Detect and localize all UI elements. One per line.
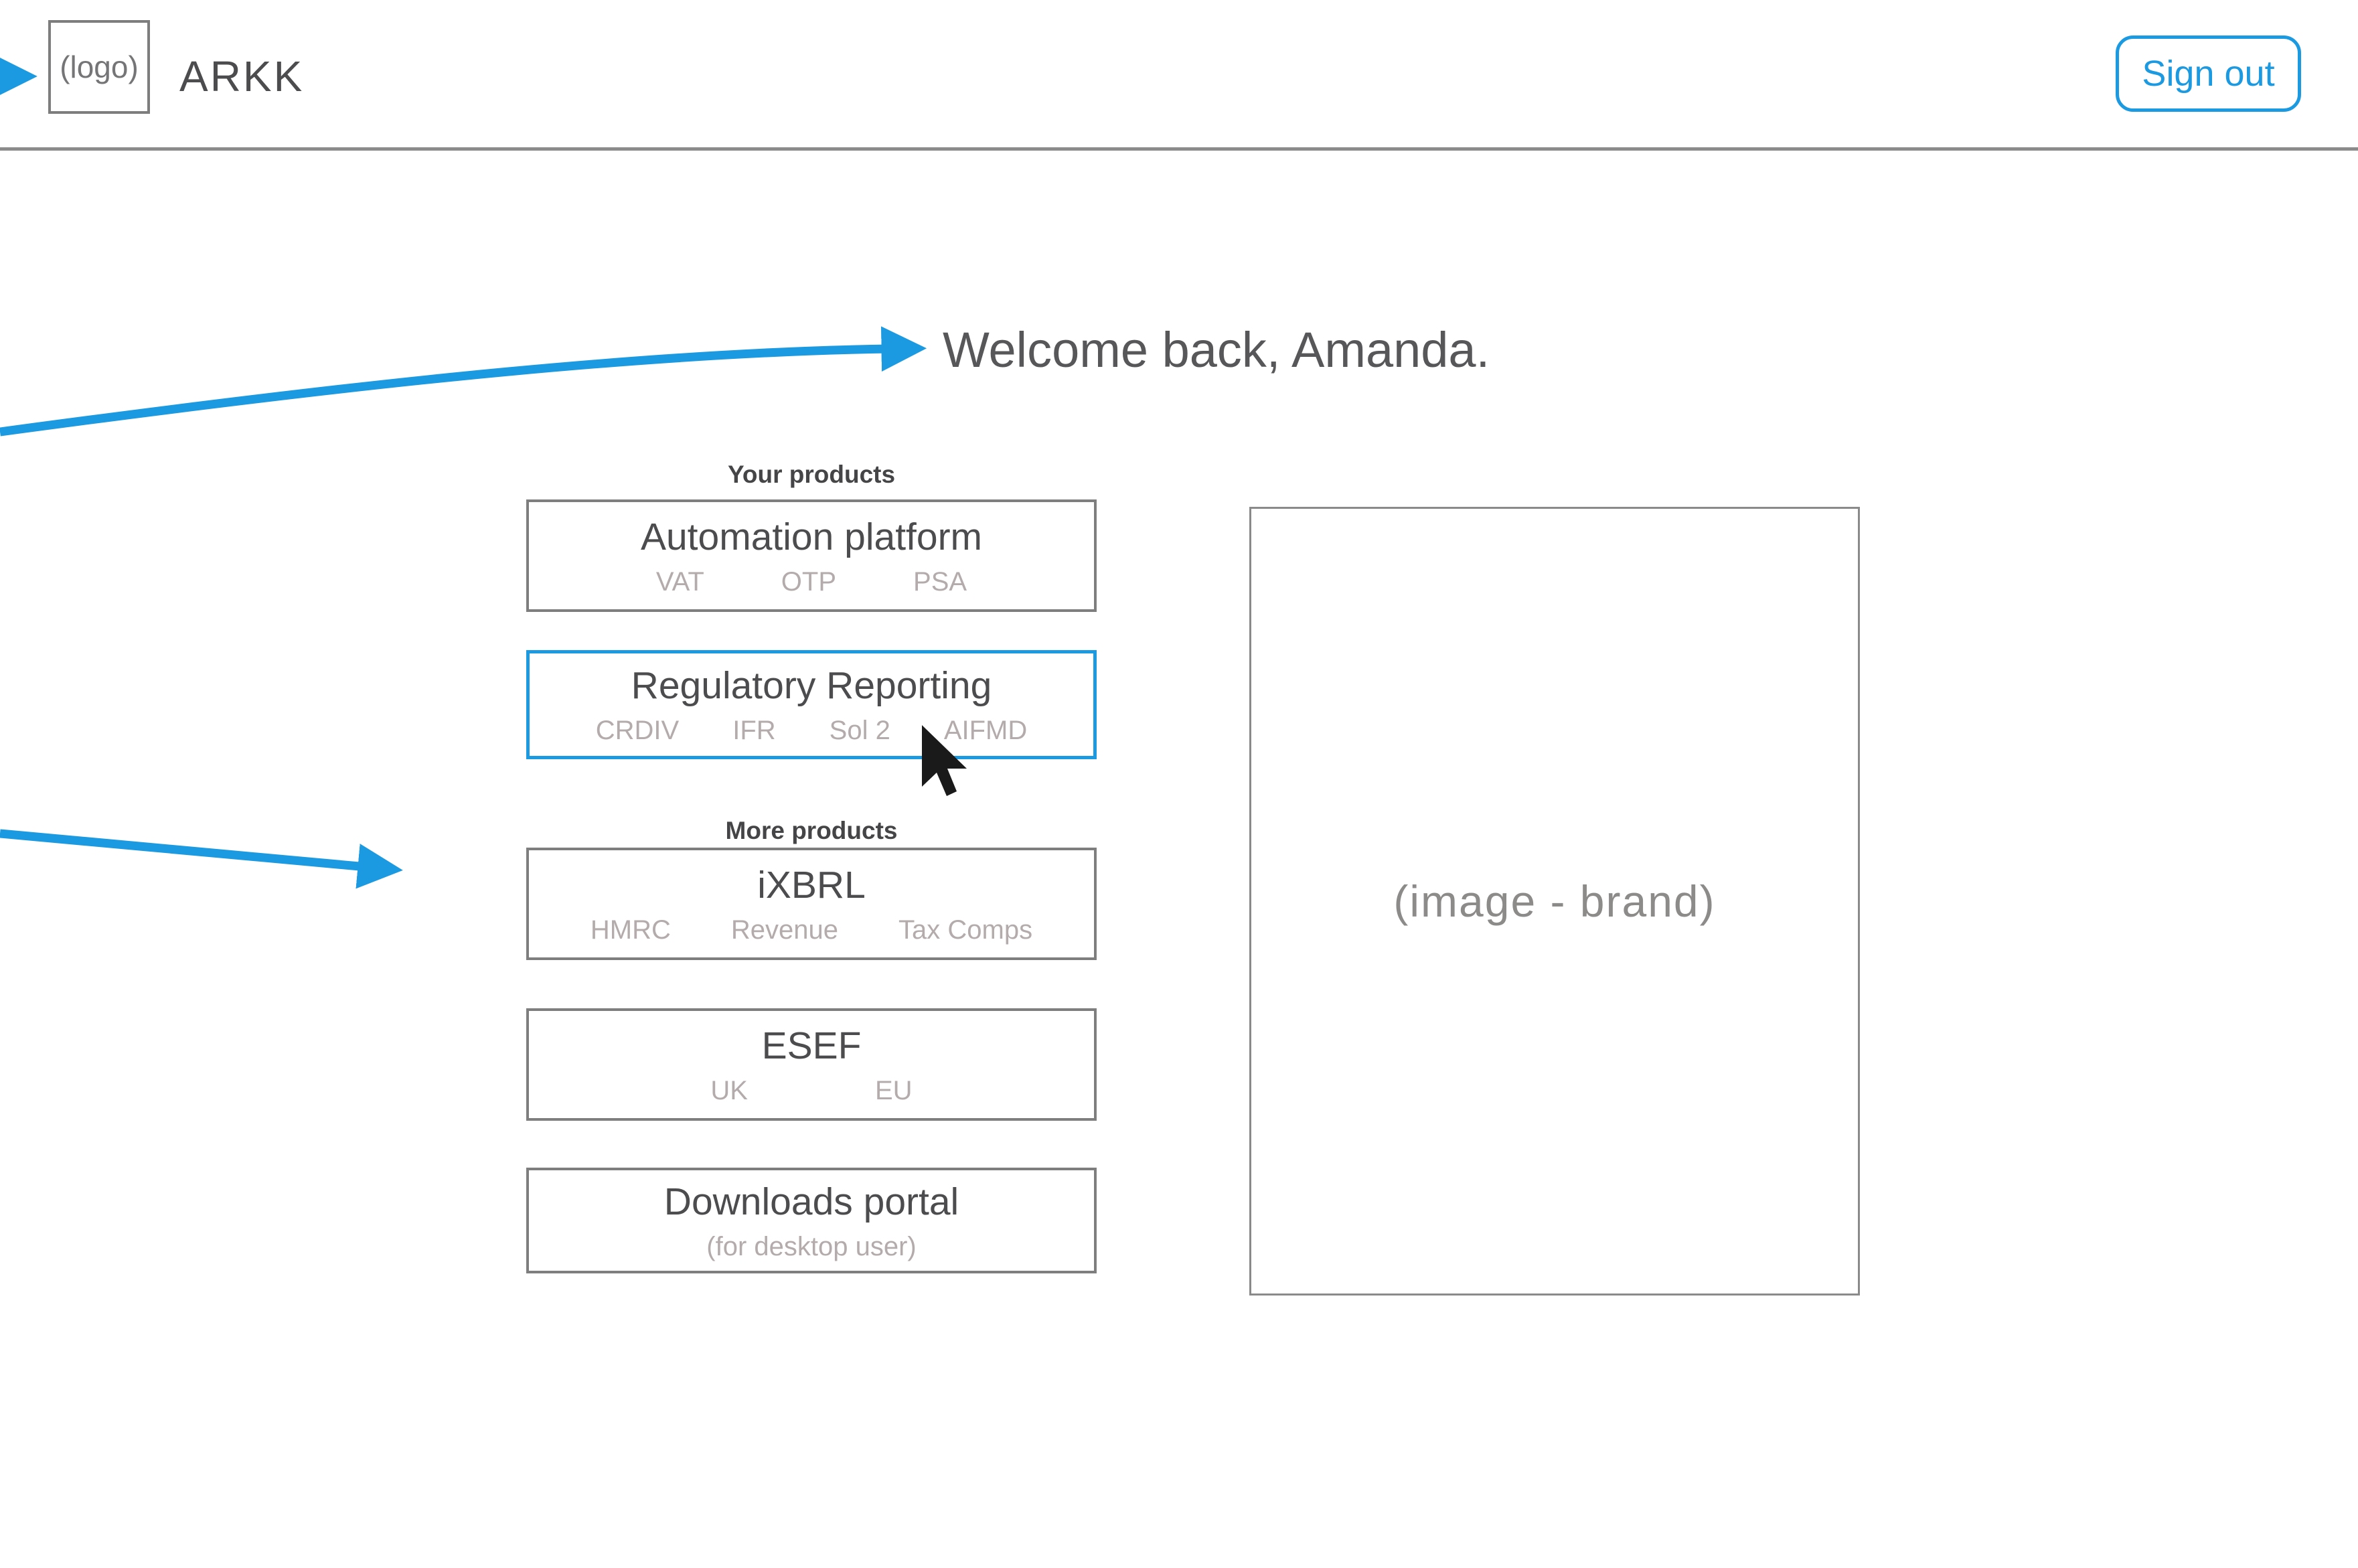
tag-ifr: IFR	[732, 716, 776, 745]
welcome-message: Welcome back, Amanda.	[943, 322, 1490, 378]
card-subtitle: (for desktop user)	[706, 1232, 916, 1262]
card-title: Automation platform	[640, 515, 983, 558]
tag-otp: OTP	[781, 566, 837, 597]
tag-vat: VAT	[655, 566, 704, 597]
tag-revenue: Revenue	[730, 915, 839, 945]
card-title: ESEF	[761, 1024, 862, 1067]
tag-crdiv: CRDIV	[595, 716, 680, 745]
brand-name: ARKK	[179, 52, 305, 100]
product-card-automation-platform[interactable]: Automation platform VAT OTP PSA	[526, 499, 1097, 612]
tag-psa: PSA	[913, 566, 967, 597]
logo-text: (logo)	[60, 50, 139, 84]
product-card-downloads-portal[interactable]: Downloads portal (for desktop user)	[526, 1168, 1097, 1273]
sign-out-button[interactable]: Sign out	[2116, 35, 2301, 112]
tag-hmrc: HMRC	[590, 915, 671, 945]
product-card-esef[interactable]: ESEF UK EU	[526, 1008, 1097, 1121]
annotation-arrow-more-products-icon	[0, 829, 403, 889]
card-title: Downloads portal	[663, 1180, 959, 1223]
annotation-arrow-logo-icon	[0, 56, 37, 96]
product-card-ixbrl[interactable]: iXBRL HMRC Revenue Tax Comps	[526, 848, 1097, 960]
annotation-arrow-welcome-icon	[0, 326, 927, 437]
brand-image-placeholder-text: (image - brand)	[1393, 876, 1716, 926]
card-tags: HMRC Revenue Tax Comps	[591, 915, 1032, 945]
card-title: Regulatory Reporting	[631, 664, 992, 707]
card-title: iXBRL	[757, 863, 866, 907]
tag-uk: UK	[710, 1075, 748, 1105]
card-tags: VAT OTP PSA	[656, 567, 967, 597]
card-tags: UK EU	[710, 1076, 912, 1106]
tag-tax-comps: Tax Comps	[898, 915, 1033, 945]
sign-out-label: Sign out	[2142, 54, 2275, 94]
more-products-heading: More products	[725, 817, 898, 844]
tag-aifmd: AIFMD	[943, 716, 1028, 745]
your-products-heading: Your products	[727, 461, 896, 488]
tag-sol2: Sol 2	[829, 716, 890, 745]
tag-eu: EU	[875, 1075, 913, 1105]
product-card-regulatory-reporting[interactable]: Regulatory Reporting CRDIV IFR Sol 2 AIF…	[526, 650, 1097, 759]
logo-placeholder-box: (logo)	[48, 20, 150, 114]
app-header: (logo) ARKK Sign out	[0, 0, 2358, 151]
tag-for-desktop-user: (for desktop user)	[706, 1231, 917, 1261]
card-tags: CRDIV IFR Sol 2 AIFMD	[596, 716, 1028, 746]
brand-image-placeholder: (image - brand)	[1249, 507, 1860, 1296]
